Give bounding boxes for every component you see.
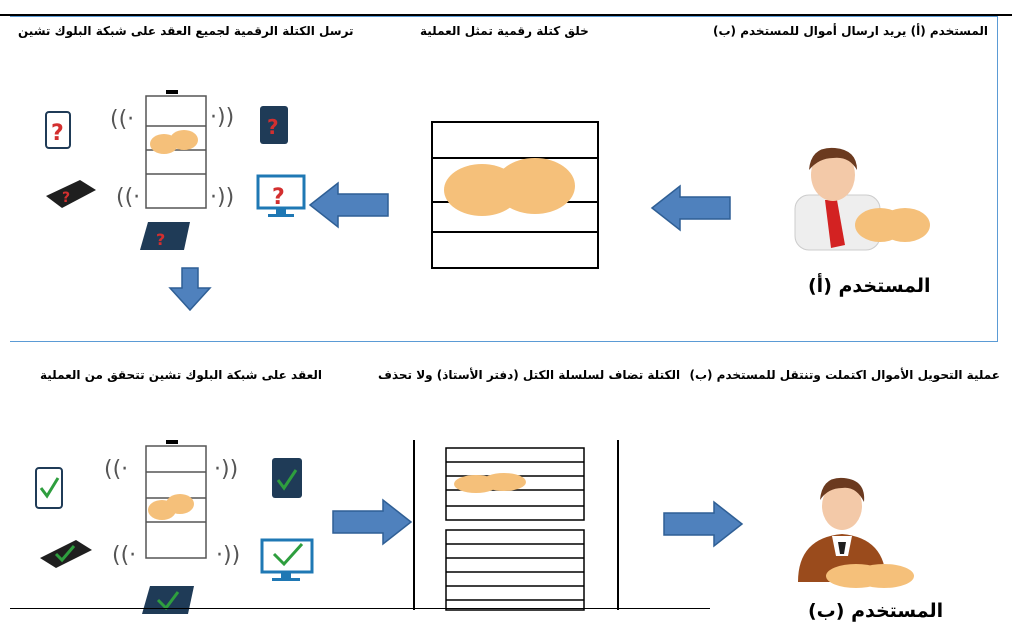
arrow-right-icon xyxy=(332,498,413,546)
svg-text:?: ? xyxy=(272,185,285,210)
svg-text:((·: ((· xyxy=(104,457,128,482)
user-b-avatar-icon xyxy=(798,477,914,588)
user-a-avatar-icon xyxy=(794,147,930,251)
caption-nodes-verify: العقد على شبكة البلوك تشين تتحقق من العم… xyxy=(40,368,322,382)
caption-user-a-sends: المستخدم (أ) يريد ارسال أموال للمستخدم (… xyxy=(713,24,988,38)
arrow-right-icon xyxy=(663,500,744,548)
svg-text:·)): ·)) xyxy=(214,457,238,482)
svg-text:?: ? xyxy=(267,115,279,139)
caption-block-added: الكتلة تضاف لسلسلة الكتل (دفتر الأستاذ) … xyxy=(378,368,681,382)
svg-text:((·: ((· xyxy=(110,107,134,132)
arrow-left-icon xyxy=(650,184,731,232)
top-panel-frame xyxy=(10,16,998,342)
svg-text:?: ? xyxy=(156,230,165,249)
svg-text:((·: ((· xyxy=(112,543,136,568)
title-bar xyxy=(0,0,1012,16)
svg-text:((·: ((· xyxy=(116,185,140,210)
svg-text:·)): ·)) xyxy=(210,185,234,210)
network-nodes-unverified: ((· ·)) ((· ·)) ? ? ? ? ? xyxy=(45,90,306,250)
blockchain-ledger-icon xyxy=(413,440,619,611)
digital-block-icon xyxy=(431,121,599,269)
caption-broadcast-block: ترسل الكتلة الرقمية لجميع العقد على شبكة… xyxy=(18,24,354,38)
arrow-left-icon xyxy=(308,181,389,229)
svg-text:?: ? xyxy=(62,190,70,206)
user-a-label: المستخدم (أ) xyxy=(808,275,931,297)
bottom-divider xyxy=(10,608,710,609)
network-nodes-verified: ((· ·)) ((· ·)) xyxy=(35,440,314,614)
svg-text:·)): ·)) xyxy=(210,105,234,130)
svg-text:?: ? xyxy=(51,121,64,146)
caption-transfer-complete: عملية التحويل الأموال اكتملت وتنتقل للمس… xyxy=(689,368,1000,382)
user-b-label: المستخدم (ب) xyxy=(808,600,944,622)
caption-create-block: خلق كتلة رقمية تمثل العملية xyxy=(420,24,589,38)
svg-text:·)): ·)) xyxy=(216,543,240,568)
arrow-down-icon xyxy=(168,267,212,312)
